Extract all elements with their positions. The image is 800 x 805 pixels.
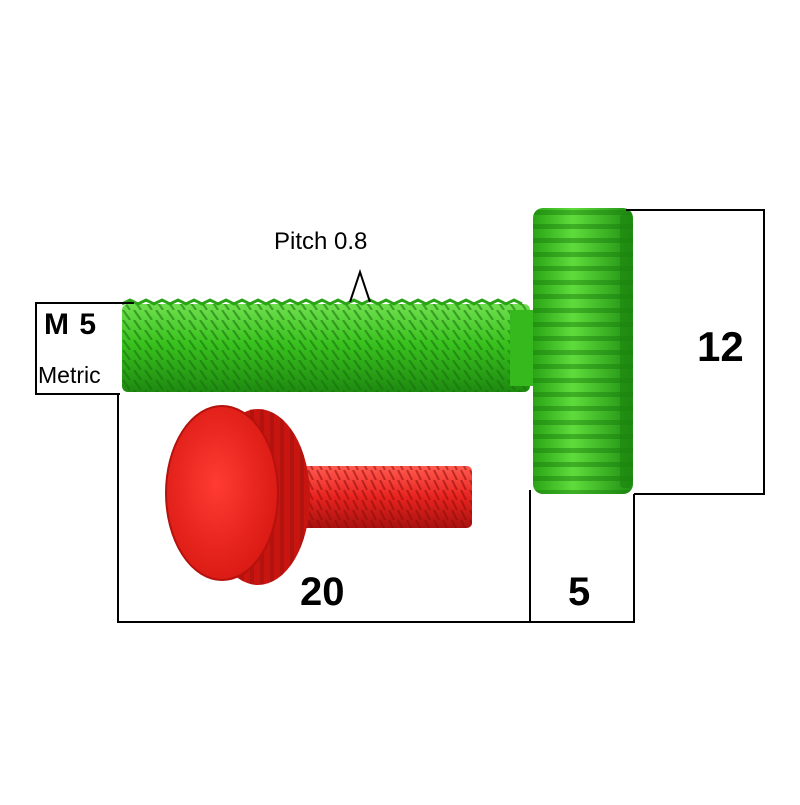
pitch-label: Pitch 0.8 <box>274 228 368 255</box>
green-shank <box>121 298 540 392</box>
length-label: 20 <box>300 570 345 614</box>
pitch-pointer <box>349 268 371 303</box>
green-thumb-screw <box>121 208 633 494</box>
thread-standard-label: Metric <box>38 362 101 388</box>
head-thickness-dimension <box>530 494 635 623</box>
head-diameter-label: 12 <box>697 323 744 370</box>
dimension-lines <box>35 209 765 623</box>
red-shank <box>300 466 472 528</box>
red-knurled-head <box>165 405 310 585</box>
thread-size-box <box>35 302 134 395</box>
head-diameter-dimension <box>626 209 765 495</box>
length-dimension <box>117 394 531 623</box>
thread-size-label: M 5 <box>44 308 98 341</box>
head-thickness-label: 5 <box>568 570 591 614</box>
red-thumb-screw <box>165 405 472 585</box>
green-knurled-head <box>533 208 633 494</box>
